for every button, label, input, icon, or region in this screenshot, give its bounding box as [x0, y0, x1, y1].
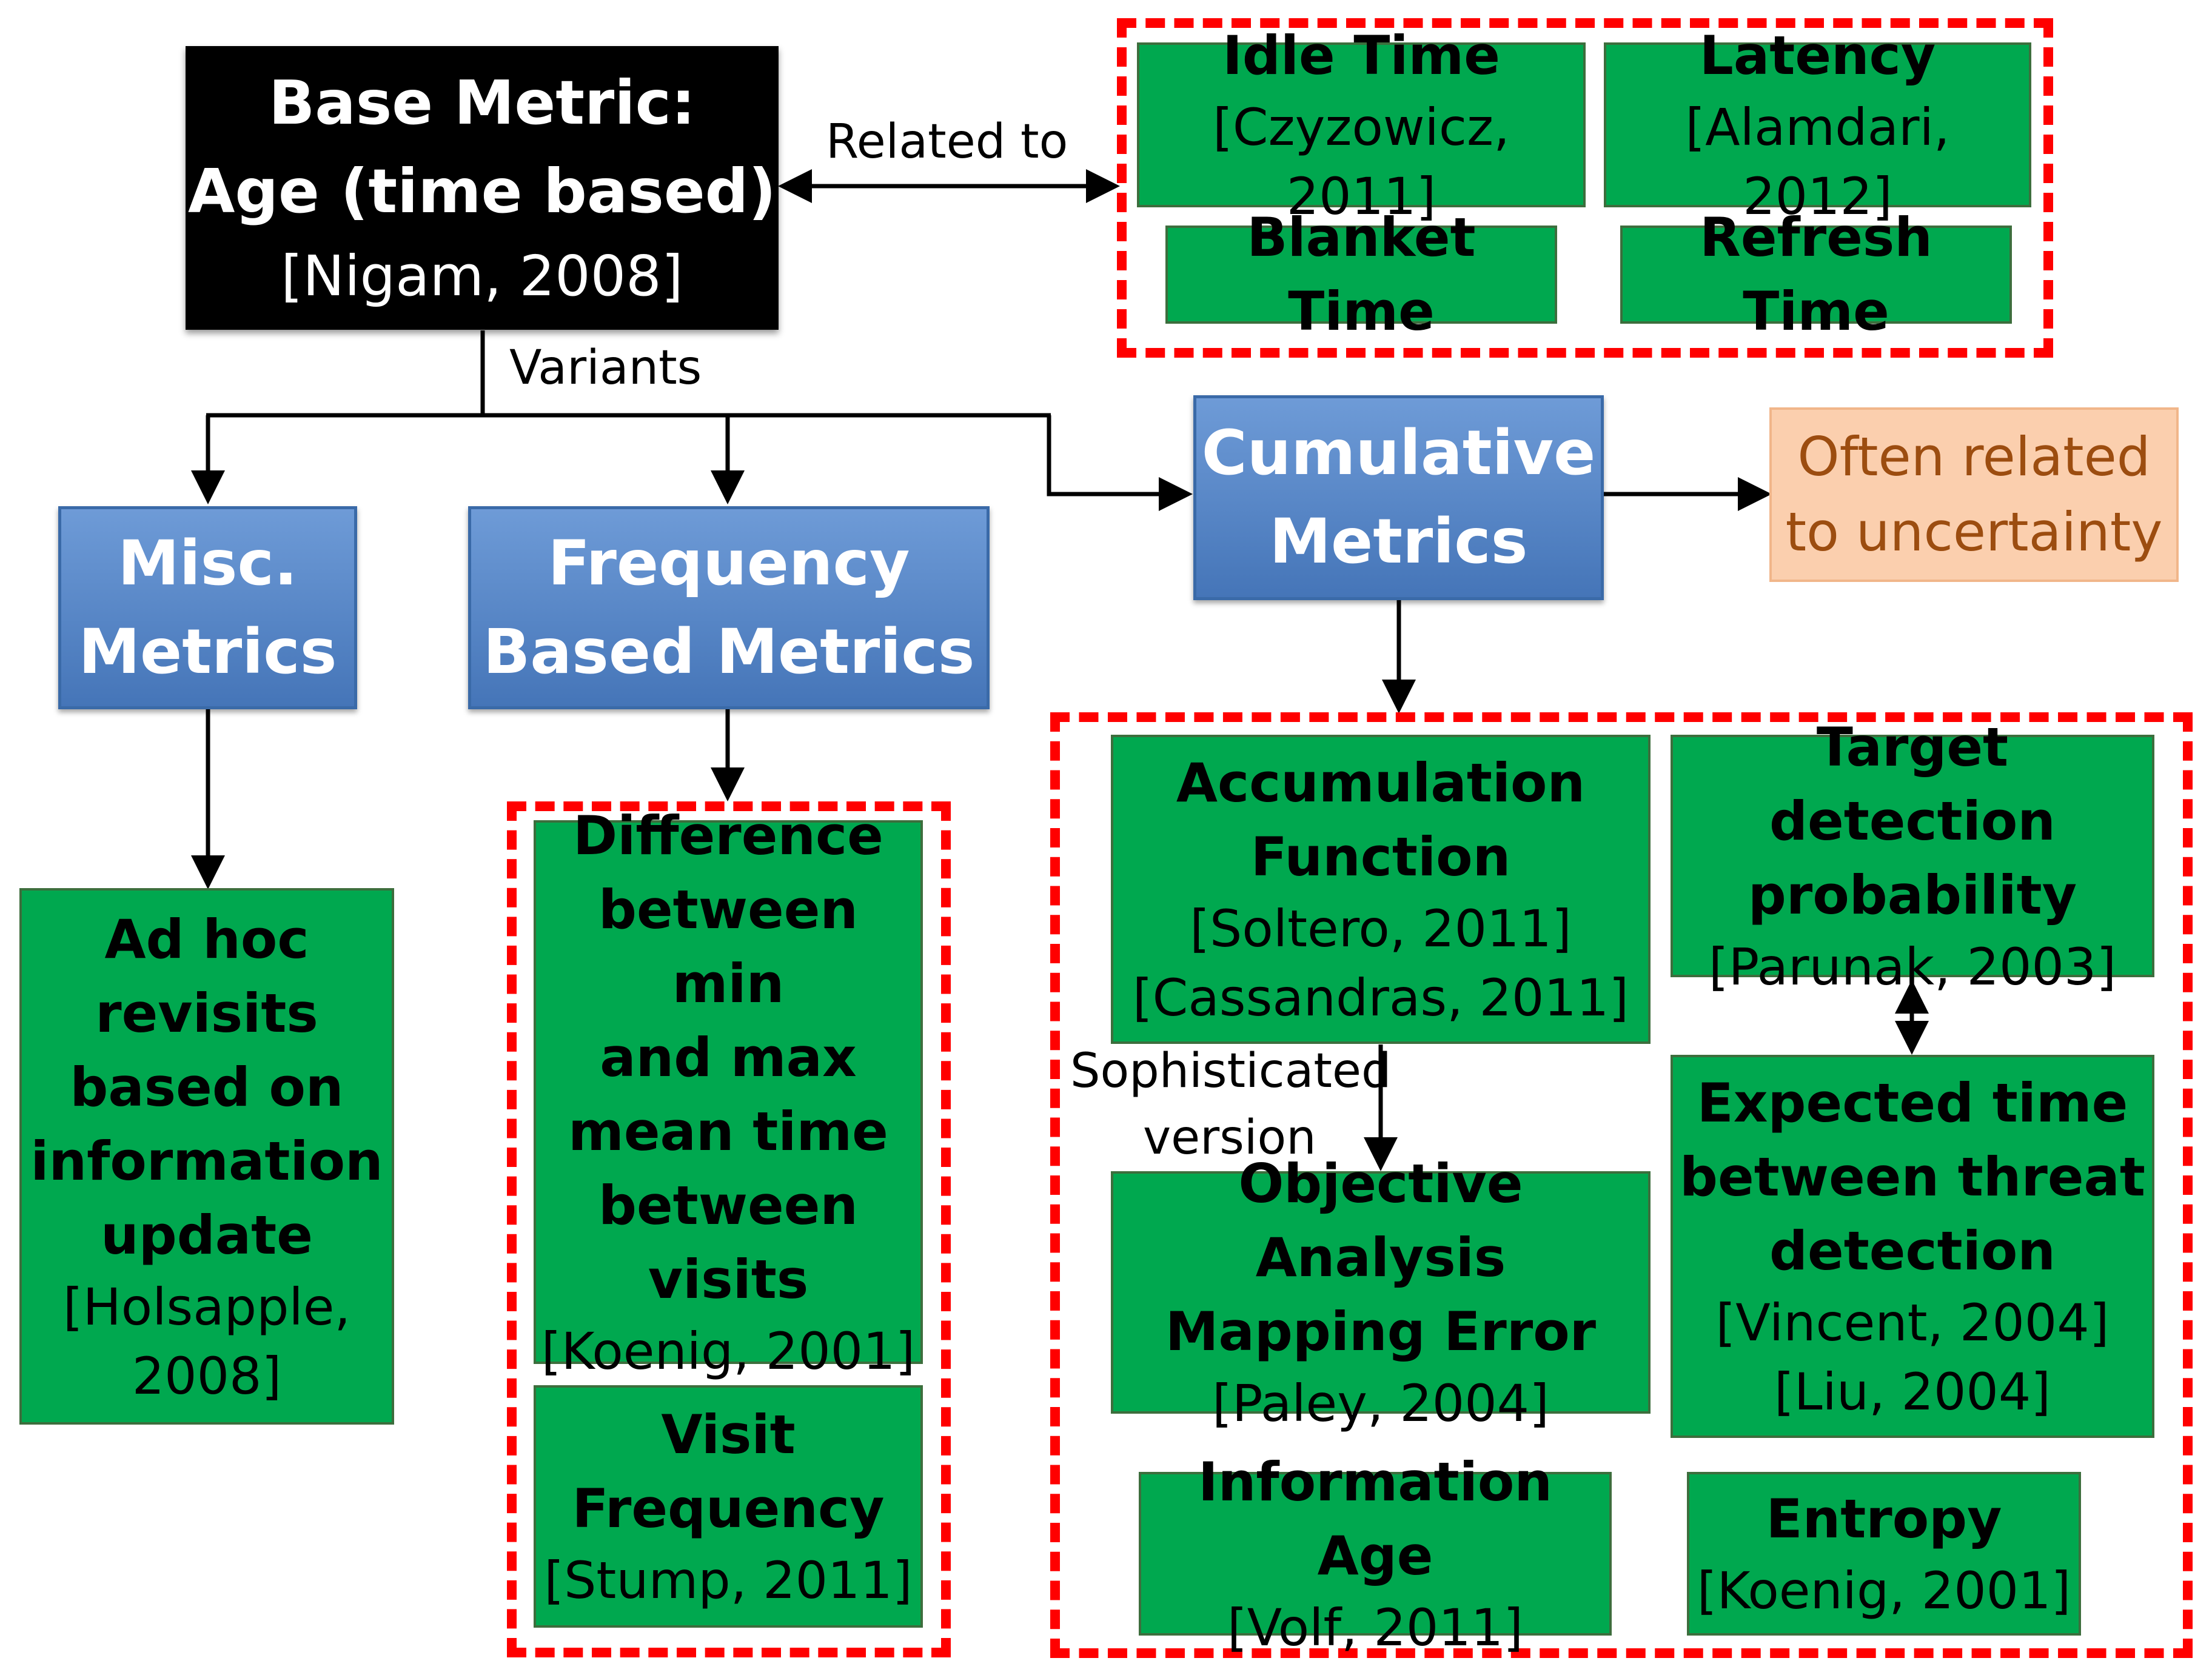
idle-time-box: Idle Time [Czyzowicz, 2011] — [1137, 24, 1586, 226]
base-metric-box: Base Metric: Age (time based) [Nigam, 20… — [186, 46, 779, 330]
to-cumulative-arrow — [1047, 415, 1193, 511]
latency-title: Latency — [1699, 24, 1936, 87]
misc-metrics-box: Misc. Metrics — [58, 506, 357, 709]
expected-line2: between threat — [1680, 1146, 2145, 1208]
difference-line5: between — [598, 1174, 859, 1237]
refresh-time-title: Refresh Time — [1700, 206, 1932, 343]
frequency-line2: Based Metrics — [483, 615, 975, 688]
latency-ref: [Alamdari, 2012] — [1685, 98, 1950, 226]
target-line1: Target detection — [1769, 716, 2056, 852]
expected-ref1: [Vincent, 2004] — [1715, 1293, 2110, 1352]
target-detection-box: Target detection probability [Parunak, 2… — [1671, 716, 2154, 997]
adhoc-line1: Ad hoc — [104, 908, 309, 971]
objective-line2: Mapping Error — [1165, 1300, 1597, 1363]
adhoc-ref2: 2008] — [132, 1346, 282, 1406]
sophisticated-label-line1: Sophisticated — [1070, 1044, 1392, 1098]
entropy-box: Entropy [Koenig, 2001] — [1687, 1472, 2081, 1636]
entropy-title: Entropy — [1766, 1488, 2002, 1550]
cumulative-metrics-box: Cumulative Metrics — [1193, 395, 1604, 600]
base-title-line2: Age (time based) — [188, 156, 776, 227]
target-ref: [Parunak, 2003] — [1708, 937, 2117, 997]
difference-line4: mean time — [568, 1100, 888, 1163]
adhoc-ref1: [Holsapple, — [62, 1277, 351, 1337]
objective-analysis-box: Objective Analysis Mapping Error [Paley,… — [1111, 1152, 1651, 1433]
target-line2: probability — [1748, 864, 2077, 926]
idle-time-ref: [Czyzowicz, 2011] — [1213, 98, 1510, 226]
accumulation-line2: Function — [1250, 826, 1511, 888]
uncertainty-note: Often related to uncertainty — [1769, 407, 2179, 582]
expected-line1: Expected time — [1697, 1072, 2128, 1134]
accumulation-function-box: Accumulation Function [Soltero, 2011] [C… — [1111, 735, 1651, 1044]
uncertainty-line2: to uncertainty — [1785, 501, 2163, 563]
difference-line1: Difference — [573, 804, 883, 867]
adhoc-line3: based on — [70, 1055, 344, 1118]
entropy-ref: [Koenig, 2001] — [1697, 1561, 2071, 1620]
infoage-ref: [Volf, 2011] — [1227, 1598, 1523, 1657]
cumulative-line1: Cumulative — [1201, 417, 1596, 489]
infoage-title: Information Age — [1198, 1451, 1552, 1587]
difference-line2: between min — [598, 878, 859, 1015]
objective-ref: [Paley, 2004] — [1212, 1374, 1549, 1433]
related-group-outline — [1117, 18, 2053, 358]
visit-frequency-box: Visit Frequency [Stump, 2011] — [534, 1385, 923, 1628]
frequency-metrics-box: Frequency Based Metrics — [468, 506, 990, 709]
related-to-label: Related to — [826, 115, 1068, 169]
blanket-time-title: Blanket Time — [1247, 206, 1476, 343]
difference-line6: visits — [648, 1248, 809, 1311]
objective-line1: Objective Analysis — [1238, 1152, 1523, 1289]
accumulation-ref2: [Cassandras, 2011] — [1132, 968, 1629, 1028]
cumulative-line2: Metrics — [1269, 506, 1528, 578]
expected-ref2: [Liu, 2004] — [1774, 1362, 2051, 1422]
refresh-time-box: Refresh Time — [1620, 206, 2012, 343]
visit-line2: Frequency — [572, 1477, 885, 1540]
visit-ref: [Stump, 2011] — [544, 1551, 913, 1610]
adhoc-line4: information — [30, 1129, 383, 1192]
accumulation-ref1: [Soltero, 2011] — [1190, 899, 1572, 958]
latency-box: Latency [Alamdari, 2012] — [1604, 24, 2031, 226]
variants-label: Variants — [509, 341, 702, 395]
information-age-box: Information Age [Volf, 2011] — [1139, 1451, 1612, 1657]
difference-line3: and max — [600, 1026, 857, 1089]
idle-time-title: Idle Time — [1222, 24, 1500, 87]
cumulative-group-outline — [1050, 712, 2193, 1658]
difference-min-max-box: Difference between min and max mean time… — [534, 804, 923, 1381]
base-reference: [Nigam, 2008] — [281, 244, 683, 309]
expected-time-box: Expected time between threat detection [… — [1671, 1055, 2154, 1438]
blanket-time-box: Blanket Time — [1165, 206, 1557, 343]
visit-line1: Visit — [661, 1403, 796, 1466]
adhoc-line2: revisits — [95, 981, 318, 1045]
misc-line2: Metrics — [78, 615, 337, 688]
frequency-group-outline — [507, 801, 951, 1657]
difference-ref: [Koenig, 2001] — [541, 1321, 916, 1381]
uncertainty-line1: Often related — [1797, 426, 2151, 488]
misc-line1: Misc. — [118, 527, 298, 600]
frequency-line1: Frequency — [548, 527, 910, 600]
base-title-line1: Base Metric: — [269, 67, 695, 138]
accumulation-line1: Accumulation — [1176, 752, 1586, 814]
adhoc-revisits-box: Ad hoc revisits based on information upd… — [19, 888, 394, 1425]
adhoc-line5: update — [101, 1203, 313, 1266]
sophisticated-label-line2: version — [1143, 1111, 1316, 1165]
expected-line3: detection — [1769, 1220, 2056, 1282]
